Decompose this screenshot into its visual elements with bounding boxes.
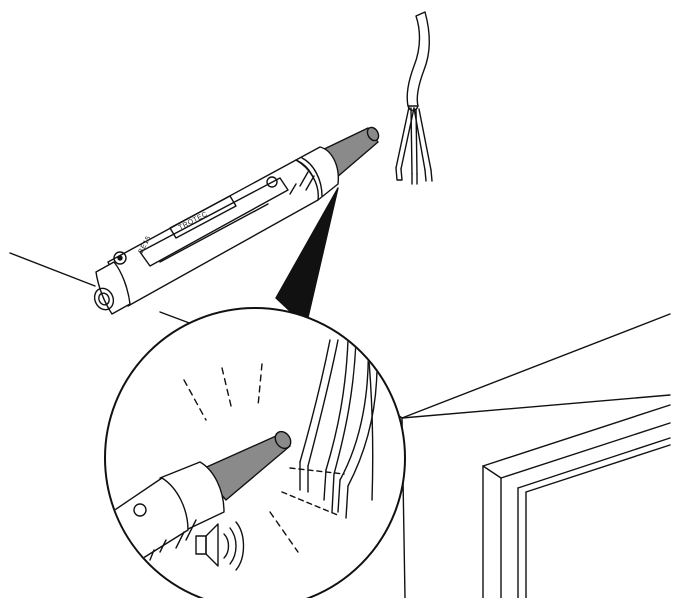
tester-torch-lens (93, 287, 115, 311)
zoom-strip-dash-1 (289, 467, 345, 475)
tester-clip-slot (159, 203, 269, 263)
tester-probe-end (366, 126, 380, 142)
cabinet-side (401, 394, 671, 419)
sound-dash-3 (257, 363, 263, 407)
speaker-icon (195, 521, 245, 571)
tester-torch-lens-inner (98, 292, 110, 306)
wire-tip-right (424, 169, 433, 182)
tester-power-dot (117, 255, 123, 261)
zoom-button (133, 503, 147, 517)
tester-collar-ring (301, 157, 323, 197)
tester-power-button (113, 251, 127, 265)
tester-rear (95, 261, 131, 315)
room-surfaces (9, 252, 671, 598)
cable-icon (395, 11, 433, 185)
tester-grip (289, 171, 315, 195)
door-frame-inner4 (525, 444, 671, 598)
wire-tip-mid (411, 173, 418, 185)
wire-right (413, 107, 432, 171)
tester-label-panel (169, 195, 237, 239)
zoom-grips (149, 519, 197, 561)
zoom-wire-tips (299, 461, 349, 519)
voltage-tester-icon: TROTEC BE15 (93, 126, 380, 315)
zoom-probe-end (274, 430, 292, 450)
door-frame-mid (482, 422, 671, 479)
cable-sheath (406, 11, 431, 107)
cabinet-top (401, 313, 671, 419)
speaker-cone (205, 523, 219, 567)
zoom-strip-dash-2 (281, 491, 341, 517)
sound-dash-1 (183, 379, 207, 421)
table-edge-left (9, 252, 96, 287)
sound-dash-2 (221, 367, 233, 411)
sound-dash-4 (269, 511, 299, 553)
door-frame-outer (482, 404, 671, 467)
zoom-wire-mid (325, 339, 357, 475)
tester-button (266, 176, 278, 188)
wire-tip-left (395, 167, 403, 181)
zoom-wire-left (299, 339, 339, 467)
sound-wave-icon (223, 521, 245, 571)
zoom-detail (104, 307, 406, 598)
door-frame-inner2 (517, 437, 671, 489)
